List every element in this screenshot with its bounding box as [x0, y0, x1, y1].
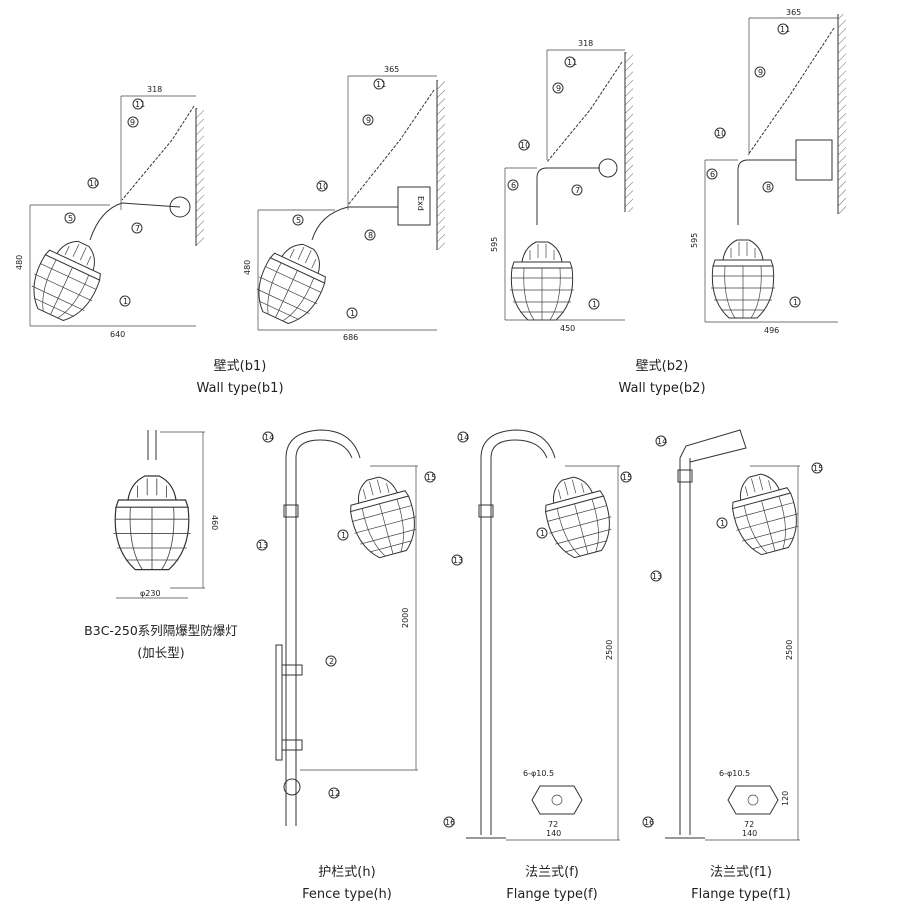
wall-type-b1-drawing-2: 365 Exd 480 686 11 9 10 5 8 1: [243, 65, 445, 342]
svg-text:7: 7: [135, 224, 140, 233]
caption-f-en: Flange type(f): [506, 887, 598, 902]
lamp-extended-drawing: 460 φ230: [112, 430, 219, 599]
svg-text:6: 6: [710, 170, 715, 179]
caption-f-cn: 法兰式(f): [525, 865, 579, 880]
dim-lamp-height: 460: [210, 515, 219, 530]
dim-b1b-width: 686: [343, 333, 358, 342]
svg-text:1: 1: [123, 297, 128, 306]
svg-text:11: 11: [135, 100, 145, 109]
dim-b2-top: 318: [578, 39, 593, 48]
fence-rail: [275, 644, 283, 761]
caption-f1-cn: 法兰式(f1): [710, 865, 772, 880]
svg-text:5: 5: [68, 214, 73, 223]
caption-b2-cn: 壁式(b2): [635, 359, 689, 374]
svg-text:9: 9: [758, 68, 763, 77]
caption-series: B3C-250系列隔爆型防爆灯 (加长型): [66, 620, 256, 664]
svg-text:5: 5: [296, 216, 301, 225]
svg-text:15: 15: [426, 473, 436, 482]
flange-inner-dim: 72: [548, 820, 558, 829]
svg-text:16: 16: [644, 818, 654, 827]
caption-h-cn: 护栏式(h): [318, 865, 376, 880]
fence-type-h-drawing: 2000 14 15 1 13 2 12: [256, 429, 436, 826]
flange-side-dim: 120: [781, 791, 790, 806]
svg-text:7: 7: [575, 186, 580, 195]
svg-text:10: 10: [318, 182, 328, 191]
svg-text:13: 13: [652, 572, 662, 581]
svg-text:14: 14: [264, 433, 274, 442]
dim-b1-width: 640: [110, 330, 125, 339]
dim-b1-height: 480: [15, 255, 24, 270]
dim-b2-height: 595: [490, 237, 499, 252]
svg-text:11: 11: [376, 80, 386, 89]
svg-text:11: 11: [780, 25, 790, 34]
svg-text:8: 8: [368, 231, 373, 240]
flange-f1-holes-label: 6-φ10.5: [719, 769, 750, 778]
flange-plate: [531, 785, 583, 815]
caption-b1-en: Wall type(b1): [196, 381, 284, 396]
chain: [121, 105, 195, 201]
svg-text:2: 2: [329, 657, 334, 666]
dim-f-height: 2500: [605, 640, 614, 660]
dim-lamp-diameter: φ230: [140, 589, 161, 598]
wall-type-b1-drawing-1: 318 480 640 11 9 10 5 7 1: [15, 85, 204, 339]
svg-text:1: 1: [592, 300, 597, 309]
caption-h: 护栏式(h) Fence type(h): [282, 862, 412, 906]
svg-text:9: 9: [130, 118, 135, 127]
caption-h-en: Fence type(h): [302, 887, 392, 902]
svg-text:14: 14: [657, 437, 667, 446]
dim-b2b-width: 496: [764, 326, 779, 335]
svg-text:10: 10: [716, 129, 726, 138]
caption-f1: 法兰式(f1) Flange type(f1): [671, 862, 811, 906]
junction-box-exd: [397, 186, 431, 226]
svg-text:1: 1: [341, 531, 346, 540]
dim-h-height: 2000: [401, 608, 410, 628]
caption-b2-en: Wall type(b2): [618, 381, 706, 396]
dim-b1-top: 318: [147, 85, 162, 94]
svg-text:14: 14: [459, 433, 469, 442]
svg-text:8: 8: [766, 183, 771, 192]
caption-b1-cn: 壁式(b1): [213, 359, 267, 374]
dim-b2b-height: 595: [690, 233, 699, 248]
caption-series-sub: (加长型): [137, 645, 185, 660]
flange-outer-dim: 140: [546, 829, 561, 838]
wall-type-b2-drawing-1: 318 595 450 11 9 10 6 7 1: [490, 39, 633, 333]
wall-hatch: [196, 108, 204, 246]
svg-text:12: 12: [330, 789, 340, 798]
caption-series-cn: B3C-250系列隔爆型防爆灯: [84, 623, 238, 638]
svg-text:1: 1: [350, 309, 355, 318]
svg-text:15: 15: [622, 473, 632, 482]
svg-text:1: 1: [720, 519, 725, 528]
svg-text:13: 13: [258, 541, 268, 550]
wall-type-b2-drawing-2: 365 595 496 11 9 10 6 8 1: [690, 8, 846, 335]
svg-text:9: 9: [556, 84, 561, 93]
svg-text:10: 10: [520, 141, 530, 150]
dim-b2b-top: 365: [786, 8, 801, 17]
svg-text:10: 10: [89, 179, 99, 188]
dim-f1-height: 2500: [785, 640, 794, 660]
box-label: Exd: [416, 196, 425, 211]
flange-type-f-drawing: 2500 6-φ10.5 72 140 14 15 1 13 16: [443, 429, 632, 841]
svg-text:9: 9: [366, 116, 371, 125]
dim-b1b-height: 480: [243, 260, 252, 275]
flange-type-f1-drawing: 2500 6-φ10.5 72 140 120 14 15 1 13 16: [642, 429, 823, 841]
svg-text:1: 1: [793, 298, 798, 307]
flange-holes-label: 6-φ10.5: [523, 769, 554, 778]
caption-f: 法兰式(f) Flange type(f): [487, 862, 617, 906]
svg-text:1: 1: [540, 529, 545, 538]
svg-text:13: 13: [453, 556, 463, 565]
flange-f1-inner-dim: 72: [744, 820, 754, 829]
flange-f1-outer-dim: 140: [742, 829, 757, 838]
svg-text:6: 6: [511, 181, 516, 190]
svg-text:11: 11: [567, 58, 577, 67]
dim-b1b-top: 365: [384, 65, 399, 74]
caption-f1-en: Flange type(f1): [691, 887, 791, 902]
caption-b2: 壁式(b2) Wall type(b2): [592, 356, 732, 400]
svg-text:15: 15: [813, 464, 823, 473]
caption-b1: 壁式(b1) Wall type(b1): [170, 356, 310, 400]
junction-box-round: [169, 196, 191, 218]
dim-b2-width: 450: [560, 324, 575, 333]
svg-text:16: 16: [445, 818, 455, 827]
